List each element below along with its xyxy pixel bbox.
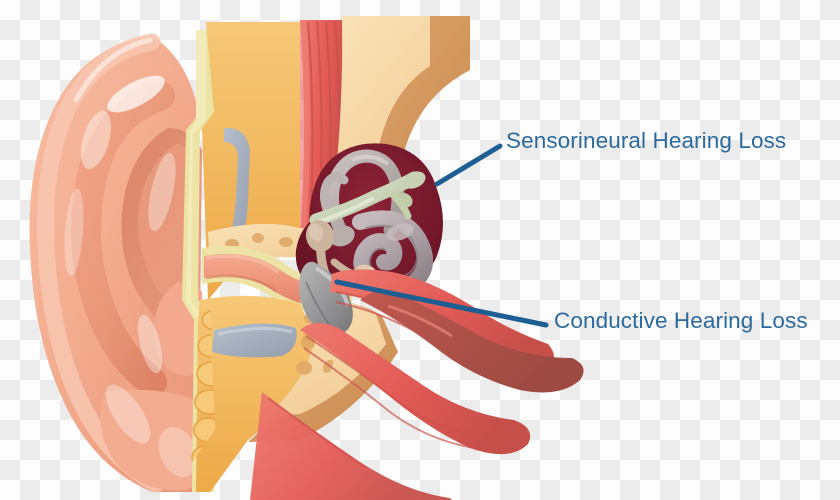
- pinna-outer-ear: [29, 33, 210, 493]
- leader-line-sensorineural: [434, 143, 503, 187]
- leader-lines: [334, 143, 549, 328]
- leader-line-conductive: [334, 279, 549, 328]
- label-conductive-hearing-loss: Conductive Hearing Loss: [554, 308, 808, 333]
- label-sensorineural-hearing-loss: Sensorineural Hearing Loss: [506, 128, 787, 153]
